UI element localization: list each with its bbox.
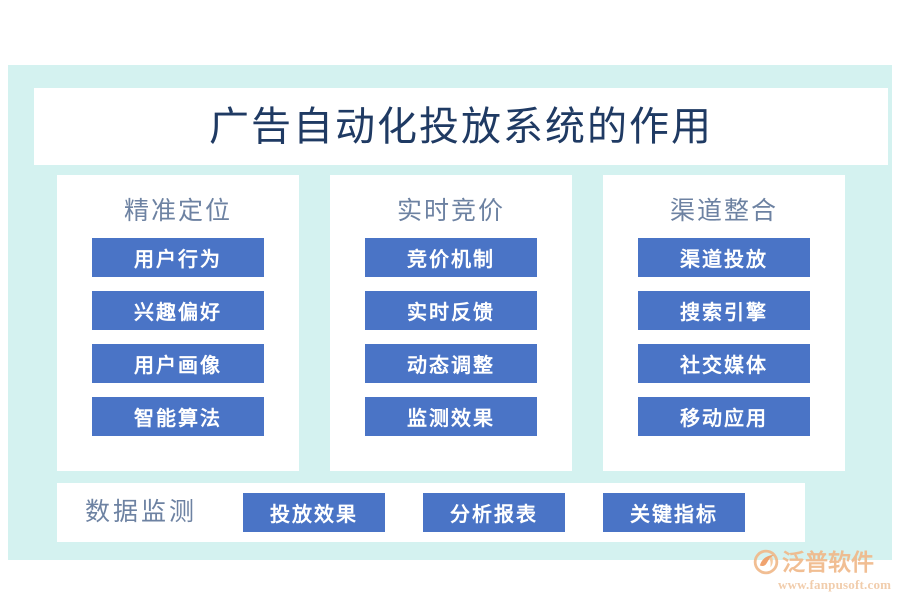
card-header-1: 实时竞价 xyxy=(396,198,505,225)
bottom-chip-0[interactable]: 投放效果 xyxy=(243,493,386,532)
watermark: 泛普软件 www.fanpusoft.com xyxy=(752,548,894,594)
chip-0-2[interactable]: 用户画像 xyxy=(92,344,264,383)
bottom-bar-data-monitoring: 数据监测 投放效果 分析报表 关键指标 xyxy=(57,483,805,542)
chip-1-3[interactable]: 监测效果 xyxy=(365,397,537,436)
bottom-chip-group: 投放效果 分析报表 关键指标 xyxy=(243,493,746,532)
page-title: 广告自动化投放系统的作用 xyxy=(209,103,713,149)
watermark-url: www.fanpusoft.com xyxy=(778,577,892,592)
chip-0-0[interactable]: 用户行为 xyxy=(92,238,264,277)
chip-2-3[interactable]: 移动应用 xyxy=(638,397,810,436)
chip-1-0[interactable]: 竞价机制 xyxy=(365,238,537,277)
card-header-2: 渠道整合 xyxy=(669,198,778,225)
bottom-bar-label: 数据监测 xyxy=(85,499,198,526)
card-realtime-bidding: 实时竞价 竞价机制 实时反馈 动态调整 监测效果 xyxy=(330,175,572,471)
chip-1-1[interactable]: 实时反馈 xyxy=(365,291,537,330)
columns-area: 精准定位 用户行为 兴趣偏好 用户画像 智能算法 实时竞价 竞价机制 实时反馈 … xyxy=(8,175,892,475)
chip-2-2[interactable]: 社交媒体 xyxy=(638,344,810,383)
title-band: 广告自动化投放系统的作用 xyxy=(34,88,888,165)
chip-0-3[interactable]: 智能算法 xyxy=(92,397,264,436)
bottom-chip-2[interactable]: 关键指标 xyxy=(603,493,746,532)
card-precision-targeting: 精准定位 用户行为 兴趣偏好 用户画像 智能算法 xyxy=(57,175,299,471)
main-panel: 广告自动化投放系统的作用 精准定位 用户行为 兴趣偏好 用户画像 智能算法 实时… xyxy=(8,65,892,560)
chip-0-1[interactable]: 兴趣偏好 xyxy=(92,291,264,330)
fanpu-swoosh-logo-icon xyxy=(753,549,779,575)
card-header-0: 精准定位 xyxy=(123,198,232,225)
chip-2-1[interactable]: 搜索引擎 xyxy=(638,291,810,330)
chip-1-2[interactable]: 动态调整 xyxy=(365,344,537,383)
bottom-chip-1[interactable]: 分析报表 xyxy=(423,493,566,532)
watermark-brand-name: 泛普软件 xyxy=(782,549,874,575)
watermark-top-row: 泛普软件 xyxy=(752,548,874,576)
card-channel-integration: 渠道整合 渠道投放 搜索引擎 社交媒体 移动应用 xyxy=(603,175,845,471)
chip-2-0[interactable]: 渠道投放 xyxy=(638,238,810,277)
